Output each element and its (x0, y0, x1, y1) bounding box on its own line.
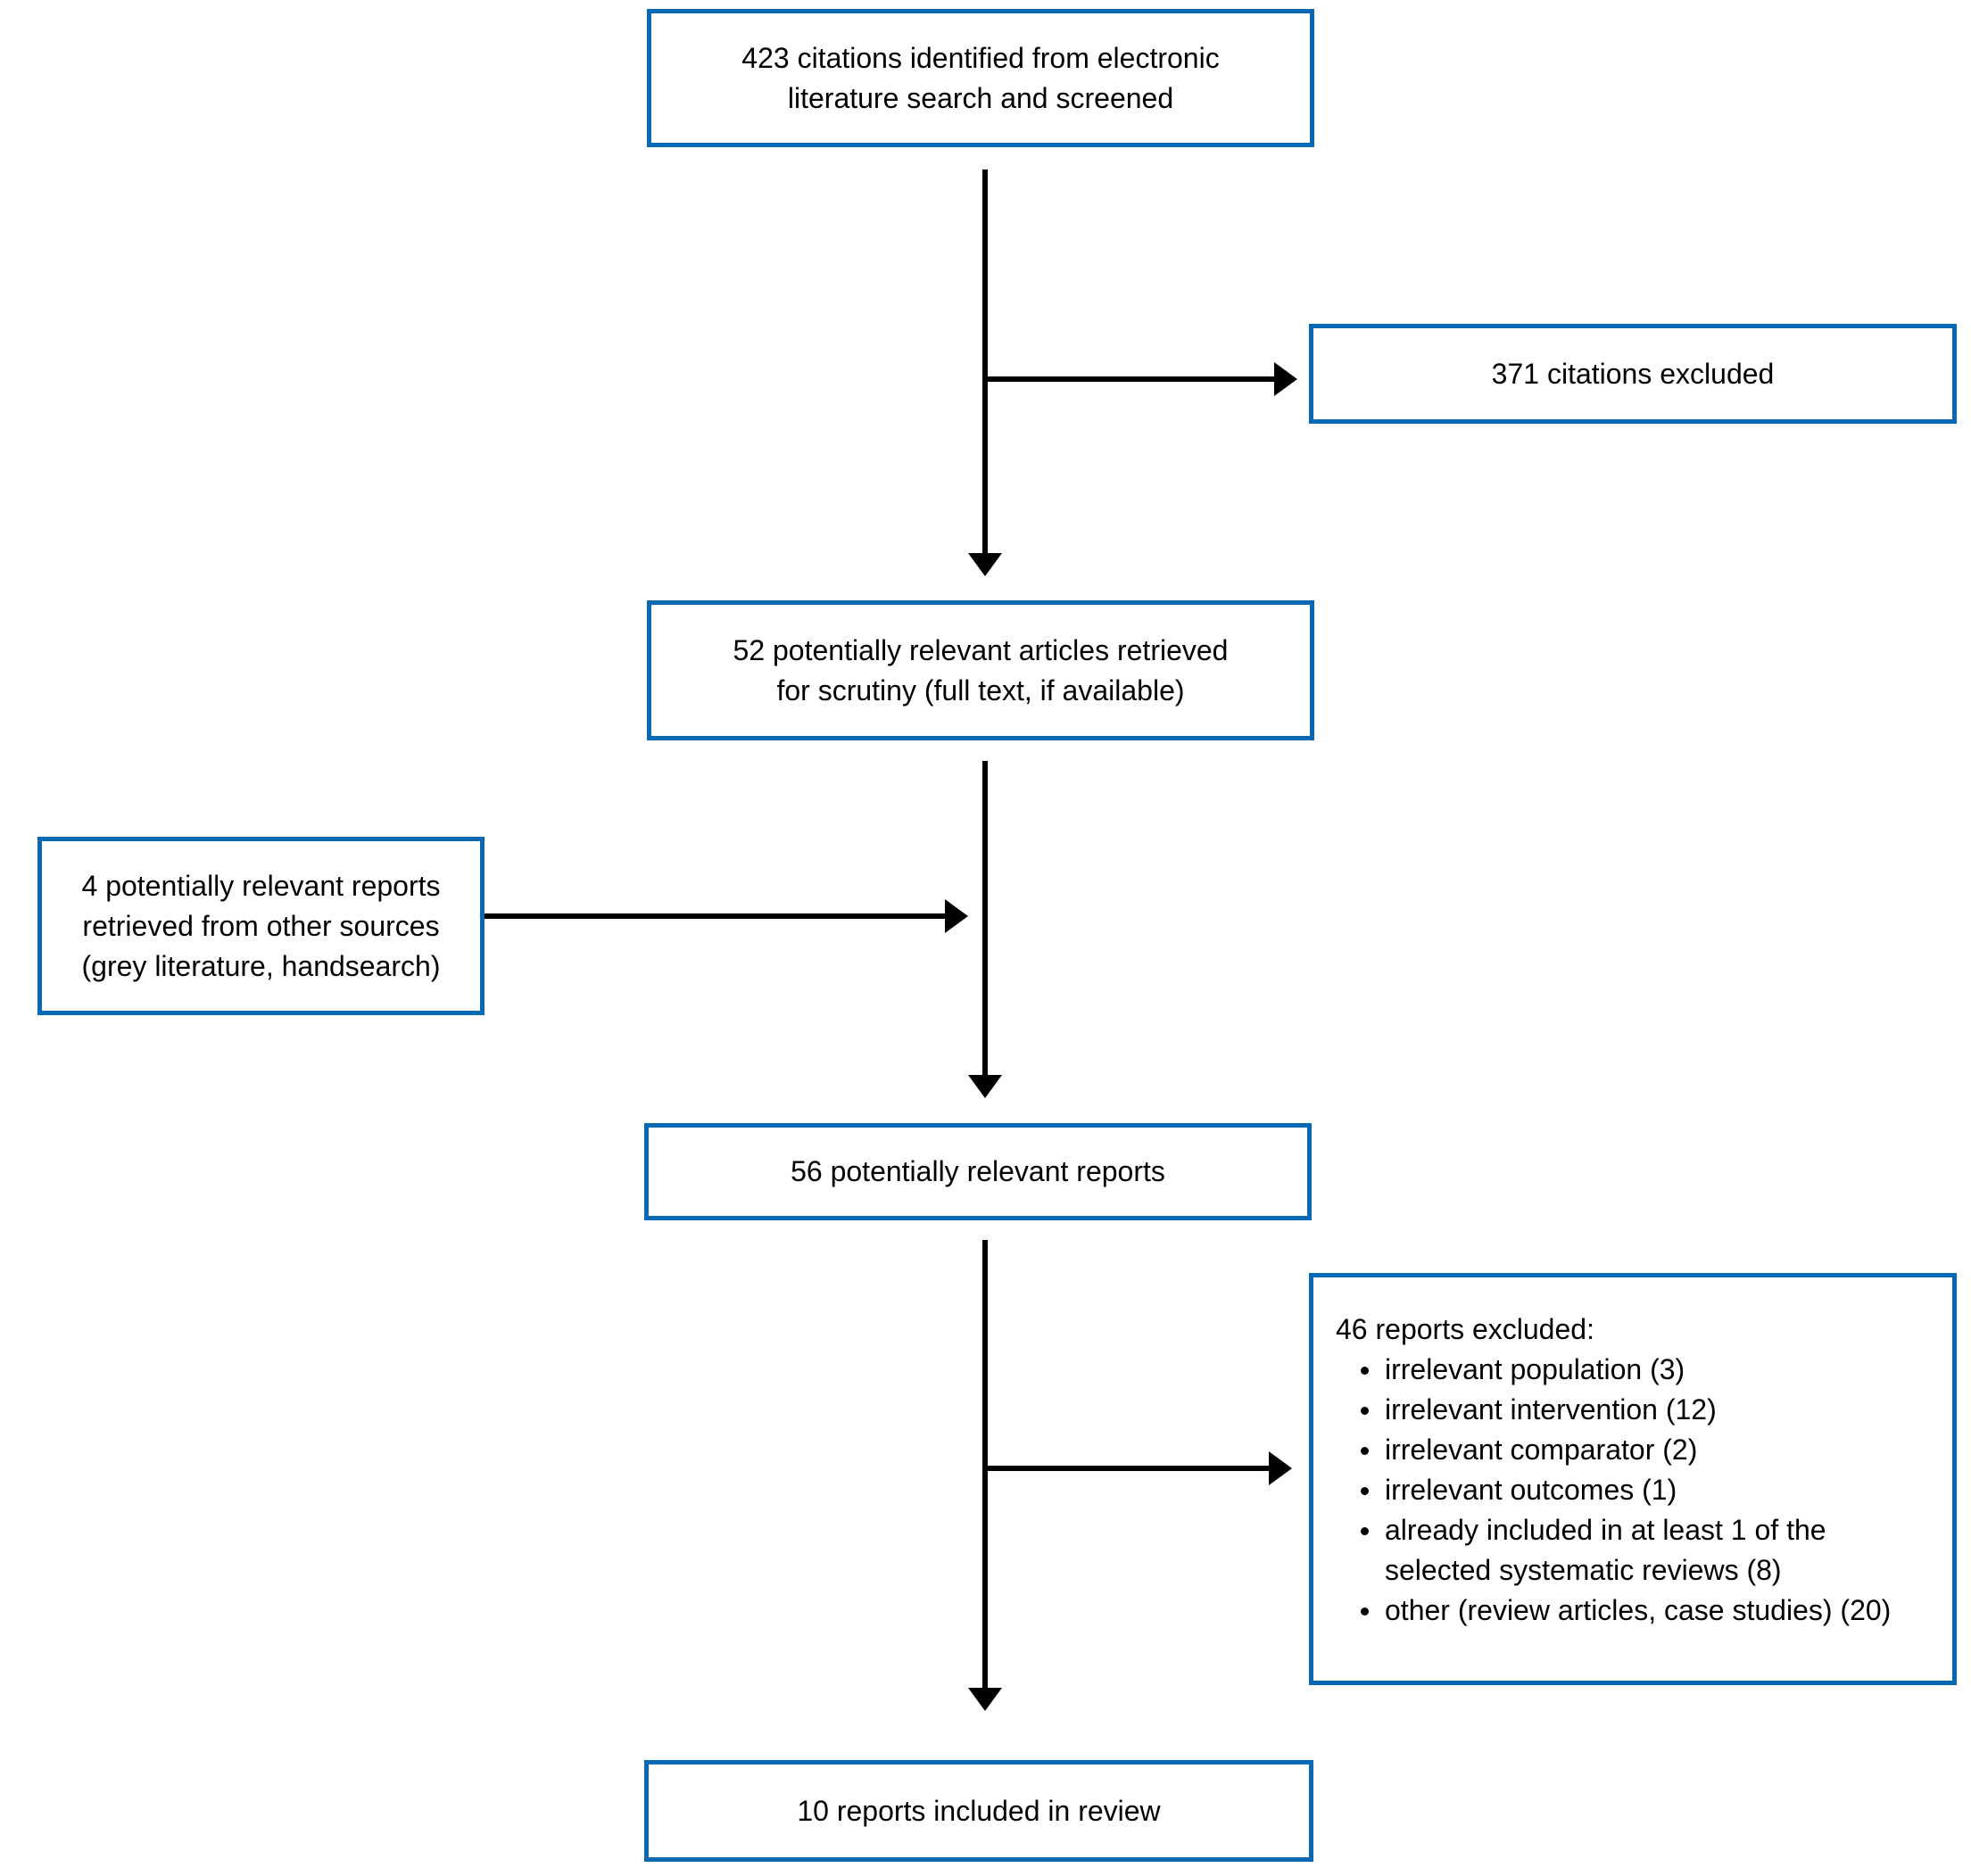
excluded-reason-item: other (review articles, case studies) (2… (1336, 1591, 1934, 1631)
connector-line-branch-1 (982, 376, 1274, 382)
excluded-reason-item: irrelevant outcomes (1) (1336, 1470, 1934, 1510)
arrowhead-right-icon (1274, 362, 1297, 396)
connector-line-branch-2 (484, 913, 945, 919)
box-retrieved-for-scrutiny: 52 potentially relevant articles retriev… (647, 600, 1314, 740)
arrowhead-right-icon (945, 899, 968, 933)
arrowhead-down-icon (968, 1075, 1002, 1098)
box-text-line: 10 reports included in review (797, 1794, 1161, 1827)
excluded-reason-item: irrelevant population (3) (1336, 1350, 1934, 1390)
box-citations-excluded: 371 citations excluded (1309, 324, 1957, 424)
connector-line-down-1 (982, 169, 988, 553)
connector-line-branch-3 (982, 1466, 1269, 1471)
arrowhead-down-icon (968, 553, 1002, 576)
box-text-line: 371 citations excluded (1491, 357, 1775, 390)
box-potentially-relevant-reports: 56 potentially relevant reports (644, 1123, 1312, 1220)
box-other-sources: 4 potentially relevant reports retrieved… (37, 837, 484, 1015)
arrowhead-down-icon (968, 1688, 1002, 1711)
excluded-reason-item: irrelevant comparator (2) (1336, 1430, 1934, 1470)
box-included-in-review: 10 reports included in review (644, 1760, 1313, 1862)
excluded-box-title: 46 reports excluded: (1336, 1313, 1594, 1345)
box-text-line: retrieved from other sources (82, 909, 440, 942)
box-text-line: literature search and screened (787, 81, 1174, 114)
connector-line-down-2 (982, 761, 988, 1075)
box-text-line: 52 potentially relevant articles retriev… (733, 633, 1229, 666)
box-text-line: 423 citations identified from electronic (741, 41, 1220, 74)
box-text-line: for scrutiny (full text, if available) (776, 674, 1185, 707)
excluded-reason-item: irrelevant intervention (12) (1336, 1390, 1934, 1430)
box-citations-screened: 423 citations identified from electronic… (647, 9, 1314, 147)
arrowhead-right-icon (1269, 1451, 1292, 1485)
box-reports-excluded: 46 reports excluded: irrelevant populati… (1309, 1273, 1957, 1685)
connector-line-down-3 (982, 1240, 988, 1688)
excluded-reasons-list: irrelevant population (3) irrelevant int… (1336, 1350, 1934, 1631)
box-text-line: 56 potentially relevant reports (791, 1155, 1165, 1187)
box-text-line: 4 potentially relevant reports (81, 869, 441, 902)
box-text-line: (grey literature, handsearch) (81, 949, 441, 982)
excluded-reason-item: already included in at least 1 of the se… (1336, 1510, 1934, 1591)
